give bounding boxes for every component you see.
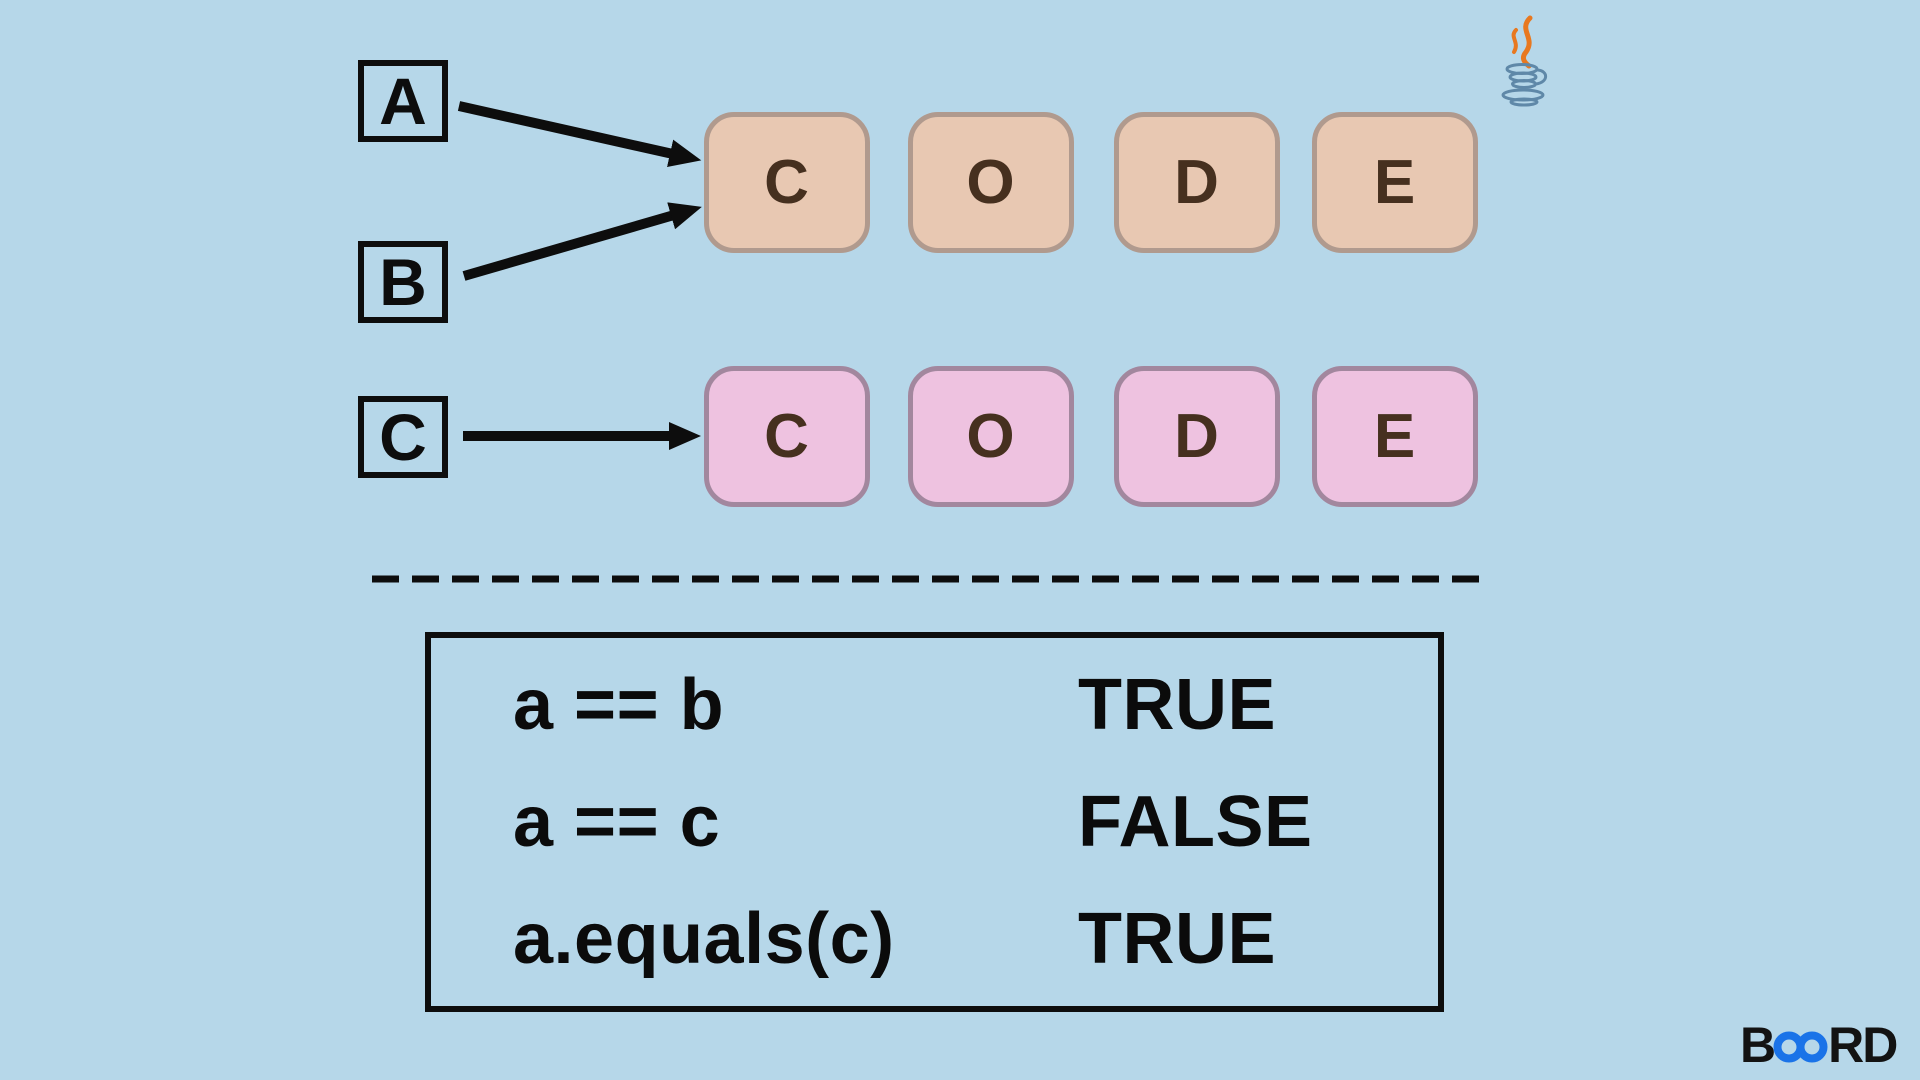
- result-expression: a == b: [513, 664, 725, 745]
- result-expression: a == c: [513, 781, 721, 862]
- variable-box-b: B: [358, 241, 448, 323]
- letter-tile: O: [908, 366, 1074, 507]
- result-value: FALSE: [1078, 781, 1313, 862]
- variable-label-c: C: [379, 400, 427, 474]
- result-row: a.equals(c) TRUE: [431, 903, 1438, 975]
- board-logo-suffix: RD: [1828, 1017, 1898, 1073]
- board-logo: B RD: [1740, 1016, 1898, 1074]
- tile-letter: E: [1373, 148, 1417, 217]
- tile-letter: O: [966, 148, 1016, 217]
- result-value: TRUE: [1078, 664, 1276, 745]
- variable-label-a: A: [379, 64, 427, 138]
- result-expression: a.equals(c): [513, 899, 895, 980]
- tile-letter: D: [1174, 148, 1220, 217]
- arrow-b-to-string: [462, 202, 702, 281]
- tile-letter: C: [764, 402, 810, 471]
- comparison-results-box: a == b TRUE a == c FALSE a.equals(c) TRU…: [425, 632, 1444, 1012]
- letter-tile: D: [1114, 366, 1280, 507]
- letter-tile: E: [1312, 112, 1478, 253]
- tile-letter: O: [966, 402, 1016, 471]
- variable-box-a: A: [358, 60, 448, 142]
- tile-letter: C: [764, 148, 810, 217]
- java-logo-icon: [1501, 15, 1548, 107]
- letter-tile: D: [1114, 112, 1280, 253]
- arrow-a-to-string: [457, 101, 702, 168]
- letter-tile: O: [908, 112, 1074, 253]
- infinity-icon: [1773, 1031, 1828, 1063]
- tile-letter: D: [1174, 402, 1220, 471]
- letter-tile: C: [704, 366, 870, 507]
- variable-label-b: B: [379, 245, 427, 319]
- board-logo-prefix: B: [1740, 1017, 1776, 1073]
- tile-letter: E: [1373, 402, 1417, 471]
- result-row: a == b TRUE: [431, 669, 1438, 741]
- result-value: TRUE: [1078, 899, 1276, 980]
- letter-tile: E: [1312, 366, 1478, 507]
- variable-box-c: C: [358, 396, 448, 478]
- letter-tile: C: [704, 112, 870, 253]
- result-row: a == c FALSE: [431, 786, 1438, 858]
